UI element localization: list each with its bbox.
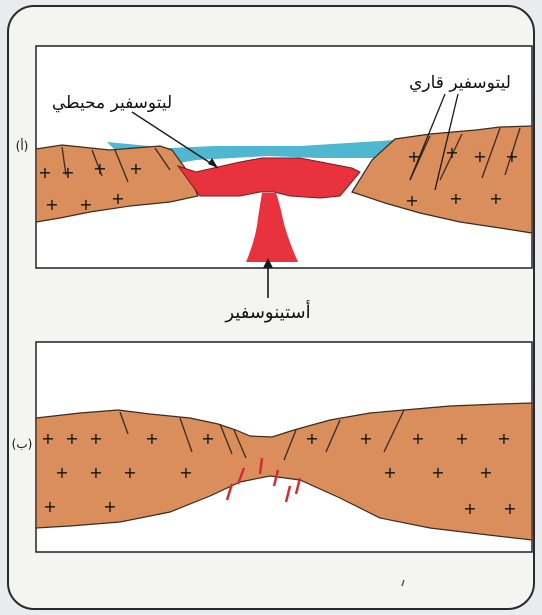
plus-sign: + bbox=[43, 497, 56, 516]
plus-sign: + bbox=[55, 463, 68, 482]
label-continental-lithosphere: ليتوسفير قاري bbox=[409, 73, 511, 93]
plus-sign: + bbox=[445, 143, 458, 162]
plus-sign: + bbox=[79, 195, 92, 214]
plus-sign: + bbox=[89, 463, 102, 482]
plus-sign: + bbox=[473, 147, 486, 166]
plus-sign: + bbox=[503, 499, 516, 518]
plus-sign: + bbox=[383, 463, 396, 482]
plus-sign: + bbox=[431, 463, 444, 482]
plus-sign: + bbox=[411, 429, 424, 448]
plus-sign: + bbox=[38, 163, 51, 182]
plus-sign: + bbox=[407, 147, 420, 166]
panel-b: + + + + + + + + + + + + + + + + + + + + … bbox=[12, 342, 532, 552]
panel-a-tag: (أ) bbox=[16, 138, 29, 153]
plus-sign: + bbox=[359, 429, 372, 448]
plus-sign: + bbox=[455, 429, 468, 448]
plus-sign: + bbox=[65, 429, 78, 448]
plus-sign: + bbox=[129, 159, 142, 178]
plus-sign: + bbox=[479, 463, 492, 482]
plus-sign: + bbox=[45, 195, 58, 214]
plus-sign: + bbox=[497, 429, 510, 448]
plus-sign: + bbox=[201, 429, 214, 448]
plus-sign: + bbox=[123, 463, 136, 482]
plus-sign: + bbox=[111, 189, 124, 208]
plus-sign: + bbox=[463, 499, 476, 518]
plus-sign: + bbox=[145, 429, 158, 448]
plus-sign: + bbox=[305, 429, 318, 448]
plus-sign: + bbox=[179, 463, 192, 482]
plus-sign: + bbox=[103, 497, 116, 516]
plus-sign: + bbox=[505, 147, 518, 166]
plus-sign: + bbox=[41, 429, 54, 448]
panel-b-tag: (ب) bbox=[12, 437, 33, 451]
plus-sign: + bbox=[89, 429, 102, 448]
plus-sign: + bbox=[93, 159, 106, 178]
plus-sign: + bbox=[489, 189, 502, 208]
plus-sign: + bbox=[405, 191, 418, 210]
plus-sign: + bbox=[449, 189, 462, 208]
label-asthenosphere: أستينوسفير bbox=[224, 300, 310, 323]
plus-sign: + bbox=[61, 163, 74, 182]
label-oceanic-lithosphere: ليتوسفير محيطي bbox=[52, 93, 172, 113]
